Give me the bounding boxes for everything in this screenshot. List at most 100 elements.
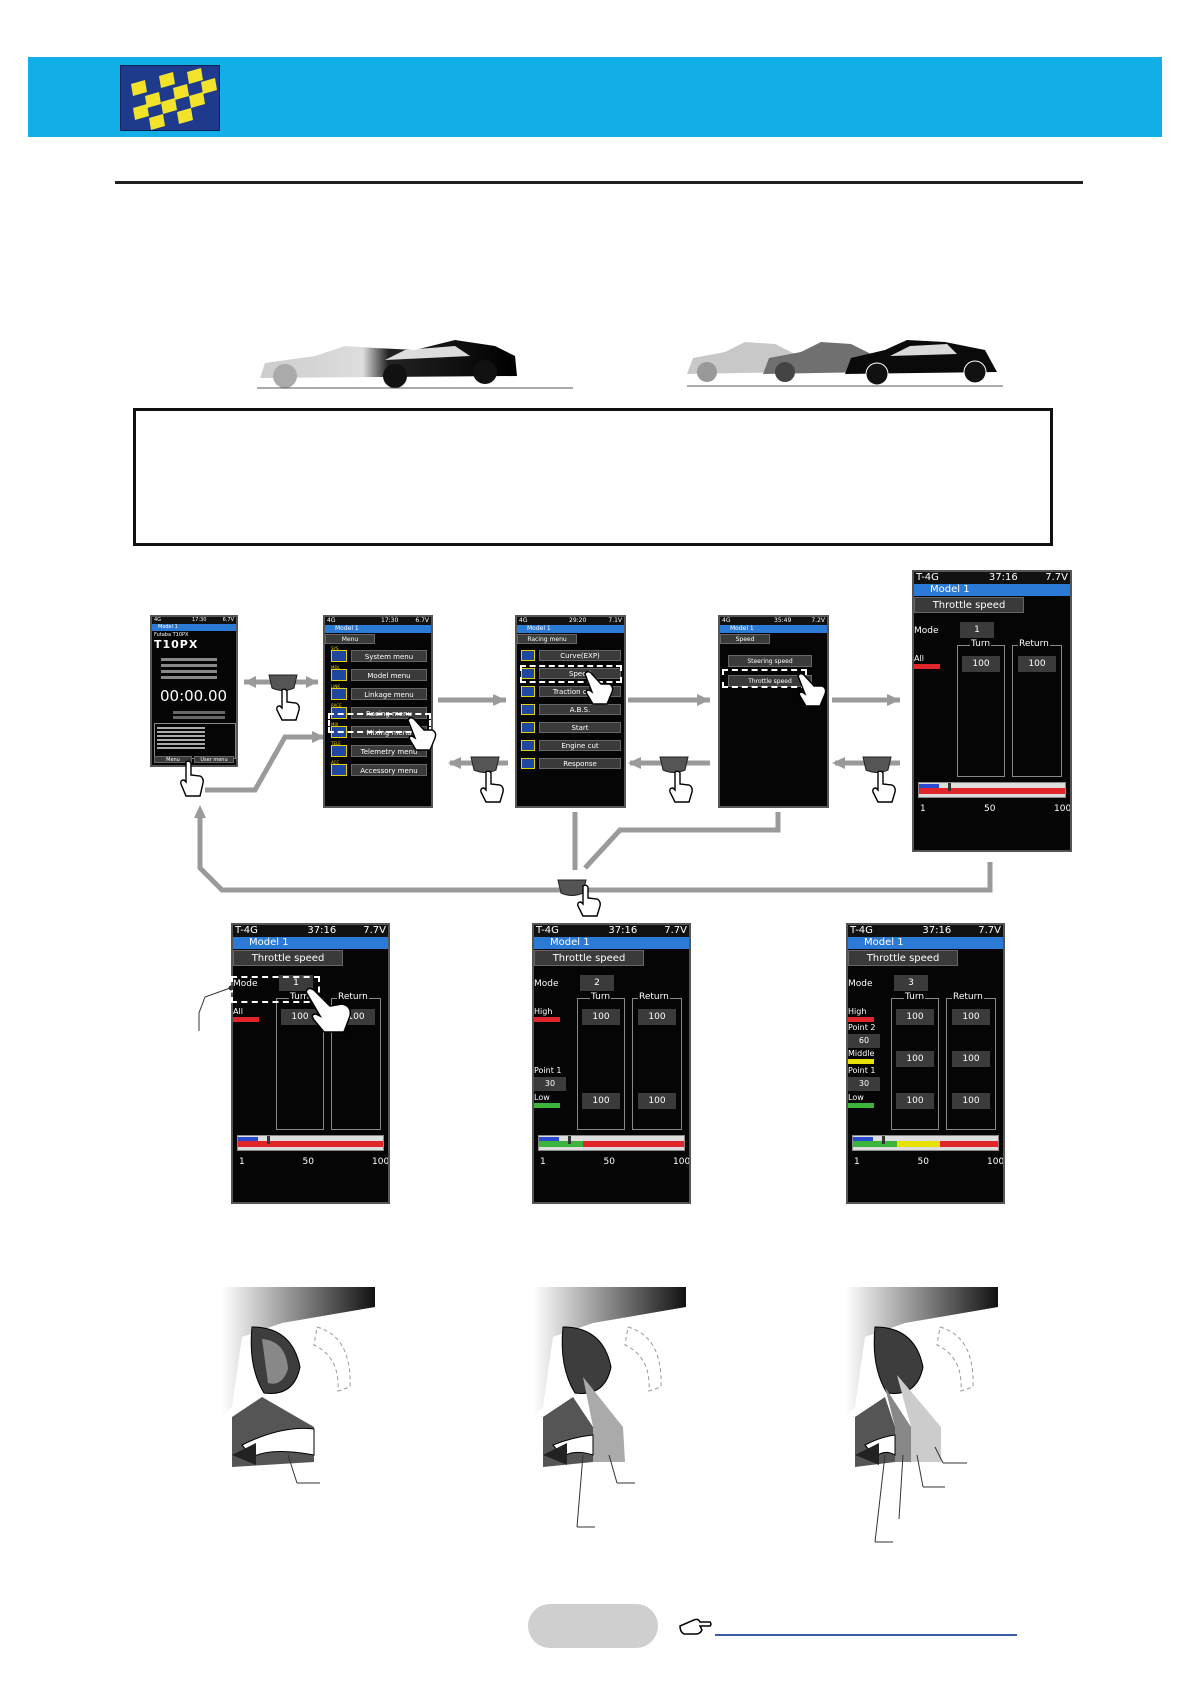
model-name: Model 1 bbox=[720, 625, 827, 633]
speed-value[interactable]: 100 bbox=[896, 1009, 934, 1025]
menu-item[interactable]: System menu bbox=[351, 650, 427, 662]
status-signal: 4G bbox=[722, 617, 731, 624]
mode-callout-line bbox=[198, 985, 234, 1031]
note-box bbox=[133, 408, 1053, 546]
menu-item-icon bbox=[331, 650, 347, 662]
scale-mid: 50 bbox=[984, 804, 996, 814]
menu-title: Menu bbox=[325, 634, 375, 644]
high-color-swatch bbox=[848, 1017, 874, 1022]
trim-bars bbox=[155, 655, 217, 685]
logo-text: T10PX bbox=[154, 638, 199, 651]
racing-item[interactable]: Start bbox=[539, 722, 621, 733]
status-battery: 7.1V bbox=[608, 617, 622, 624]
speed-value[interactable]: 100 bbox=[582, 1093, 620, 1109]
point-value[interactable]: 30 bbox=[848, 1077, 880, 1091]
speed-screen: 4G 35:49 7.2V Model 1 Speed Steering spe… bbox=[718, 615, 829, 808]
speed-value[interactable]: 100 bbox=[638, 1009, 676, 1025]
status-signal: 4G bbox=[154, 617, 162, 623]
bar-segment bbox=[919, 788, 1065, 794]
high-color-swatch bbox=[534, 1017, 560, 1022]
speed-value[interactable]: 100 bbox=[896, 1051, 934, 1067]
speed-value[interactable]: 100 bbox=[896, 1093, 934, 1109]
speed-value[interactable]: 100 bbox=[952, 1051, 990, 1067]
menu-item-icon bbox=[331, 764, 347, 776]
menu-item[interactable]: Model menu bbox=[351, 669, 427, 681]
home-screen: 4G 17:30 6.7V Model 1 Futaba T10PX T10PX… bbox=[150, 615, 238, 767]
mode-label: Mode bbox=[848, 979, 873, 989]
menu-item-icon-label: SYS bbox=[331, 646, 339, 651]
bar-segment bbox=[582, 1141, 684, 1147]
point-value[interactable]: 30 bbox=[534, 1077, 566, 1091]
racing-item[interactable]: Traction control bbox=[539, 686, 621, 697]
racing-item-icon bbox=[521, 722, 535, 733]
bar-segment bbox=[853, 1141, 897, 1147]
screen-title: Throttle speed bbox=[848, 950, 958, 966]
menu-item[interactable]: Accessory menu bbox=[351, 764, 427, 776]
mode-value[interactable]: 1 bbox=[960, 622, 994, 638]
mode-value[interactable]: 3 bbox=[894, 975, 928, 991]
steering-speed-item[interactable]: Steering speed bbox=[728, 655, 812, 667]
status-time: 37:16 bbox=[922, 925, 952, 936]
turn-label: Turn bbox=[970, 639, 992, 649]
status-time: 37:16 bbox=[307, 925, 337, 936]
racing-item[interactable]: Curve(EXP) bbox=[539, 650, 621, 661]
pointing-hand-icon bbox=[304, 986, 356, 1034]
racing-item[interactable]: A.B.S. bbox=[539, 704, 621, 715]
point1-label: Point 1 bbox=[534, 1066, 562, 1075]
speed-value[interactable]: 100 bbox=[1018, 656, 1056, 672]
point-value[interactable]: 60 bbox=[848, 1034, 880, 1048]
status-signal: T-4G bbox=[235, 925, 258, 936]
speed-value[interactable]: 100 bbox=[638, 1093, 676, 1109]
bar-segment bbox=[539, 1141, 583, 1147]
model-name: Model 1 bbox=[517, 625, 624, 633]
position-indicator bbox=[919, 784, 940, 788]
speed-value[interactable]: 100 bbox=[582, 1009, 620, 1025]
status-signal: 4G bbox=[327, 617, 336, 624]
scale-mid: 50 bbox=[302, 1157, 314, 1167]
speed-value[interactable]: 100 bbox=[952, 1093, 990, 1109]
return-label: Return bbox=[638, 992, 670, 1002]
menu-item[interactable]: Telemetry menu bbox=[351, 745, 427, 757]
point2-label: Point 2 bbox=[848, 1023, 876, 1032]
bar-segment bbox=[238, 1141, 383, 1147]
user-menu-button[interactable]: User menu bbox=[194, 756, 234, 763]
highlight-speed bbox=[520, 665, 622, 683]
throttle-position-bar bbox=[918, 782, 1066, 798]
mode-value[interactable]: 2 bbox=[580, 975, 614, 991]
racing-menu-screen: 4G 29:20 7.1V Model 1 Racing menu Curve(… bbox=[515, 615, 626, 808]
menu-item[interactable]: Linkage menu bbox=[351, 688, 427, 700]
scale-max: 100 bbox=[987, 1157, 1005, 1167]
position-marker bbox=[948, 783, 952, 791]
position-indicator bbox=[238, 1137, 259, 1141]
mode-value[interactable]: 1 bbox=[279, 975, 313, 991]
position-marker bbox=[267, 1136, 270, 1144]
speed-value[interactable]: 100 bbox=[962, 656, 1000, 672]
speed-value[interactable]: 100 bbox=[281, 1009, 319, 1025]
model-name: Model 1 bbox=[914, 584, 1070, 596]
racing-item-icon bbox=[521, 758, 535, 769]
pointing-hand-icon bbox=[870, 770, 898, 804]
position-marker bbox=[882, 1136, 885, 1144]
menu-item-icon bbox=[331, 669, 347, 681]
scale-max: 100 bbox=[372, 1157, 390, 1167]
timer: 00:00.00 bbox=[160, 687, 228, 705]
pointing-hand-icon bbox=[406, 716, 438, 752]
point1-label: Point 1 bbox=[848, 1066, 876, 1075]
screen-title: Throttle speed bbox=[914, 597, 1024, 613]
return-label: Return bbox=[337, 992, 369, 1002]
highlight-throttle-speed bbox=[722, 669, 807, 688]
menu-item-icon-label: ACC bbox=[331, 760, 340, 765]
status-signal: T-4G bbox=[536, 925, 559, 936]
menu-button[interactable]: Menu bbox=[154, 756, 192, 763]
reference-link-underline[interactable] bbox=[715, 1634, 1017, 1636]
pointing-hand-icon bbox=[796, 672, 828, 708]
racing-item[interactable]: Response bbox=[539, 758, 621, 769]
model-name: Model 1 bbox=[325, 625, 431, 633]
brand-text: Futaba T10PX bbox=[154, 632, 189, 638]
status-time: 29:20 bbox=[569, 617, 587, 624]
scale-min: 1 bbox=[540, 1157, 546, 1167]
mode-label: Mode bbox=[534, 979, 559, 989]
racing-item[interactable]: Engine cut bbox=[539, 740, 621, 751]
speed-value[interactable]: 100 bbox=[952, 1009, 990, 1025]
